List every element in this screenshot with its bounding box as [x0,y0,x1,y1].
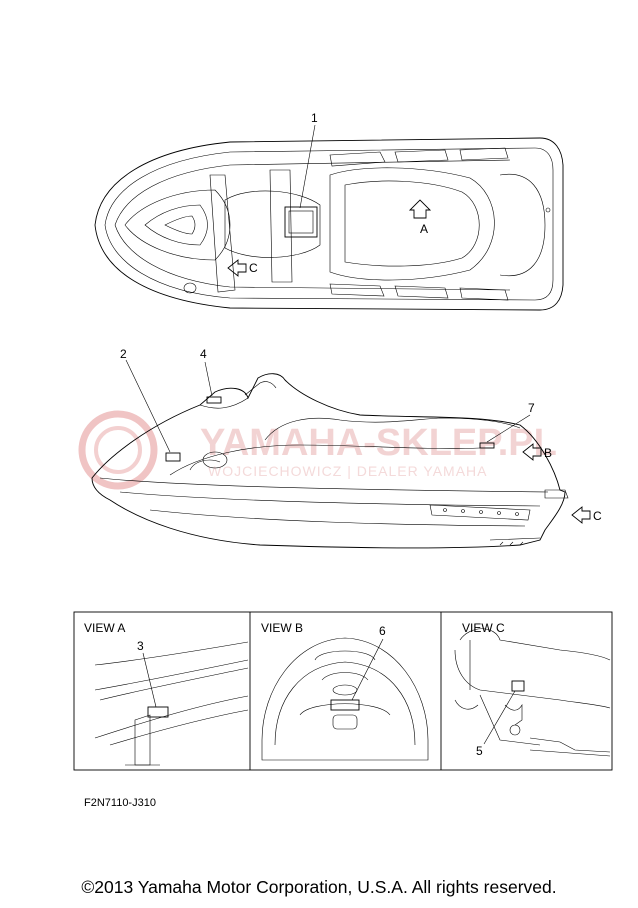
label-location-3 [147,706,169,718]
watermark-brand: YAMAHA-SKLEP.PL [200,422,557,464]
detail-views-panel [73,611,613,771]
view-arrow-c-label-side: C [593,509,602,523]
callout-2: 2 [120,347,127,361]
view-b-detail: VIEW B [261,621,429,761]
view-a-detail: VIEW A [84,621,249,766]
view-arrow-a-icon [408,199,432,219]
view-arrow-a-label: A [420,222,428,236]
view-arrow-c-label-top: C [249,261,258,275]
callout-5: 5 [476,744,483,758]
view-a-title: VIEW A [84,621,125,635]
view-arrow-b-icon [522,443,542,461]
watermark-subtitle: WOJCIECHOWICZ | DEALER YAMAHA [208,463,487,479]
side-view-watercraft [91,373,591,549]
callout-7: 7 [528,401,535,415]
label-location-5 [511,680,525,692]
view-c-title: VIEW C [462,621,505,635]
callout-4: 4 [200,347,207,361]
callout-6: 6 [379,624,386,638]
label-location-1 [284,206,318,238]
copyright-notice: ©2013 Yamaha Motor Corporation, U.S.A. A… [81,877,557,897]
label-location-7 [479,442,495,449]
view-b-title: VIEW B [261,621,303,635]
view-arrow-b-label: B [544,446,552,460]
view-arrow-c-icon [227,259,247,277]
label-location-6 [330,699,360,711]
callout-1: 1 [311,111,318,125]
part-code: F2N7110-J310 [84,797,156,809]
watermark-logo-icon [78,410,158,490]
top-view-watercraft [94,137,564,311]
view-arrow-c-side-icon [571,506,591,524]
label-location-2 [165,452,181,462]
view-c-detail: VIEW C [454,621,611,757]
watermark: YAMAHA-SKLEP.PL WOJCIECHOWICZ | DEALER Y… [78,410,557,490]
label-location-4 [206,396,222,404]
callout-3: 3 [137,639,144,653]
